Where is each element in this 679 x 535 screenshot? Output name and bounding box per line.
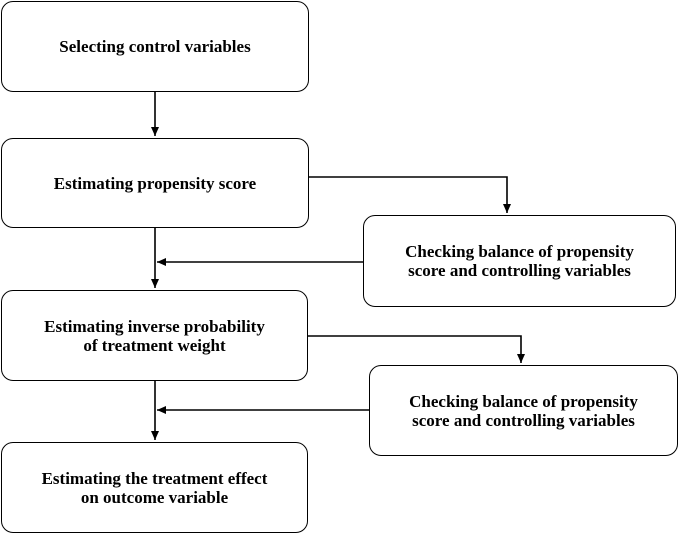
- step-label: Selecting control variables: [59, 37, 251, 56]
- step-estimate-treatment-effect: Estimating the treatment effect on outco…: [1, 442, 308, 533]
- step-estimate-propensity-score: Estimating propensity score: [1, 138, 309, 228]
- step-check-balance-2: Checking balance of propensity score and…: [369, 365, 678, 456]
- arrow-s4-to-s5: [308, 335, 525, 363]
- step-label: Estimating inverse probability of treatm…: [44, 316, 265, 355]
- step-label: Estimating the treatment effect on outco…: [41, 468, 268, 507]
- step-label: Checking balance of propensity score and…: [409, 391, 638, 430]
- step-check-balance-1: Checking balance of propensity score and…: [363, 215, 676, 307]
- step-label: Estimating propensity score: [53, 173, 257, 193]
- step-select-control-variables: Selecting control variables: [1, 1, 309, 92]
- arrow-s2-to-s3: [309, 176, 511, 213]
- step-label: Checking balance of propensity score and…: [405, 242, 634, 280]
- step-estimate-iptw: Estimating inverse probability of treatm…: [1, 290, 308, 381]
